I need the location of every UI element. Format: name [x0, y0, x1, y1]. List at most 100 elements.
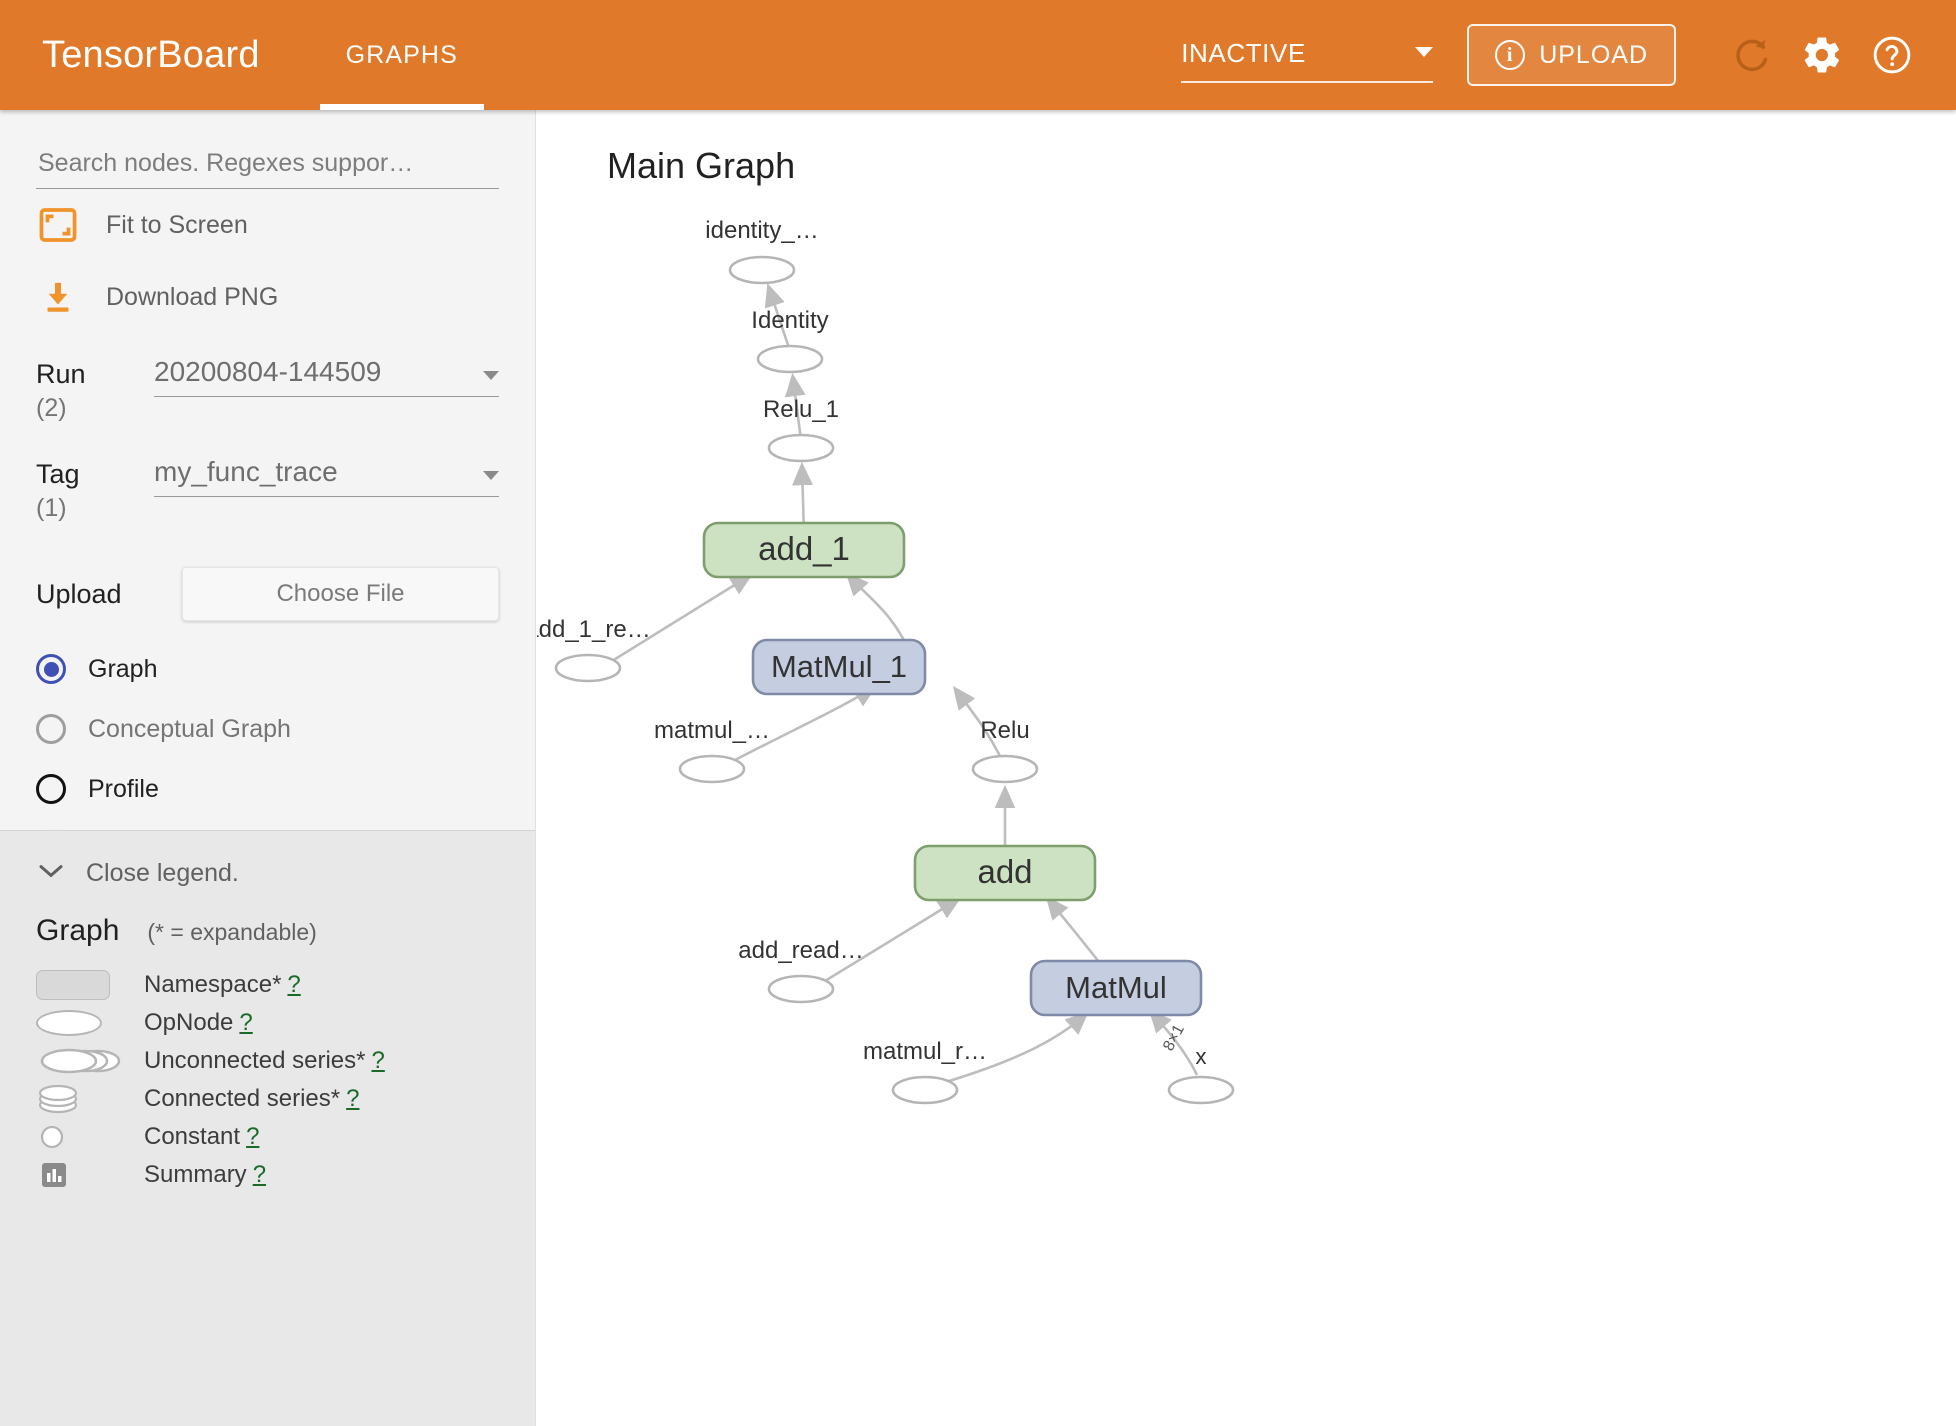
radio-graph-label: Graph [88, 654, 158, 683]
edge-addread-to-add [824, 897, 962, 983]
sidebar: Fit to Screen Download PNG Run (2) 20200… [0, 110, 536, 1426]
help-link-constant[interactable]: ? [246, 1123, 260, 1150]
chevron-down-icon [483, 371, 499, 380]
fit-to-screen-action[interactable]: Fit to Screen [36, 189, 499, 261]
radio-conceptual-graph[interactable]: Conceptual Graph [36, 703, 499, 755]
tab-graphs[interactable]: GRAPHS [319, 0, 485, 110]
node-shape-rect[interactable] [751, 638, 927, 696]
node-add-1-read[interactable]: add_1_re… [537, 616, 651, 683]
help-link-opnode[interactable]: ? [239, 1009, 253, 1036]
legend-label-unconnected-series: Unconnected series* [144, 1047, 366, 1074]
refresh-icon[interactable] [1724, 27, 1780, 83]
unconnected-series-symbol-icon [36, 1046, 144, 1076]
upload-button-label: UPLOAD [1539, 40, 1648, 69]
radio-conceptual-graph-label: Conceptual Graph [88, 714, 291, 743]
opnode-symbol-icon [36, 1010, 144, 1036]
chevron-down-icon [36, 861, 66, 886]
node-identity-out[interactable]: identity_… [705, 217, 819, 285]
upload-button[interactable]: i UPLOAD [1467, 24, 1676, 86]
radio-profile[interactable]: Profile [36, 763, 499, 815]
node-matmul-read[interactable]: matmul_r… [863, 1038, 987, 1105]
legend-item-unconnected-series: Unconnected series*? [36, 1042, 499, 1080]
graph-svg[interactable]: identity_… Identity Relu_1 add_1 add_1_r… [537, 110, 1956, 1426]
choose-file-button[interactable]: Choose File [182, 567, 499, 621]
node-shape-ellipse[interactable] [756, 344, 824, 374]
legend-title: Graph [36, 914, 120, 947]
run-selector[interactable]: Run (2) 20200804-144509 [36, 349, 499, 423]
node-relu-1[interactable]: Relu_1 [763, 396, 839, 463]
node-add-read[interactable]: add_read… [738, 937, 864, 1004]
app-header: TensorBoard GRAPHS INACTIVE i UPLOAD [0, 0, 1956, 110]
download-png-action[interactable]: Download PNG [36, 261, 499, 333]
legend-label-constant: Constant [144, 1123, 241, 1150]
constant-symbol-icon [36, 1122, 144, 1152]
edge-add1read-to-add1 [611, 573, 754, 663]
help-link-namespace[interactable]: ? [287, 971, 301, 998]
node-shape-rect[interactable] [702, 521, 906, 579]
node-label-matmul-read: matmul_r… [863, 1038, 987, 1065]
help-icon[interactable] [1864, 27, 1920, 83]
run-select[interactable]: 20200804-144509 [154, 349, 499, 397]
node-x[interactable]: x [1167, 1044, 1235, 1105]
download-png-label: Download PNG [106, 282, 279, 311]
legend-item-namespace: Namespace*? [36, 966, 499, 1004]
node-shape-ellipse[interactable] [767, 974, 835, 1004]
node-label-add-read: add_read… [738, 937, 863, 964]
radio-graph-indicator [36, 654, 66, 684]
legend-item-opnode: OpNode? [36, 1004, 499, 1042]
upload-label: Upload [36, 578, 122, 609]
graph-nodes[interactable]: identity_… Identity Relu_1 add_1 add_1_r… [537, 217, 1235, 1105]
run-status-dropdown[interactable]: INACTIVE [1181, 38, 1434, 83]
search-input[interactable] [36, 148, 499, 179]
node-shape-rect[interactable] [913, 844, 1097, 902]
node-identity[interactable]: Identity [751, 307, 829, 374]
search-field[interactable] [36, 148, 499, 189]
legend-label-summary: Summary [144, 1161, 247, 1188]
graph-canvas[interactable]: Main Graph identity_… [537, 110, 1956, 1426]
node-shape-ellipse[interactable] [971, 754, 1039, 784]
node-add-1[interactable]: add_1 [702, 521, 906, 579]
node-matmul-read-1[interactable]: matmul_… [654, 717, 770, 784]
tag-count: (1) [36, 494, 67, 522]
help-link-connected-series[interactable]: ? [346, 1085, 360, 1112]
legend-label-namespace: Namespace* [144, 971, 282, 998]
node-shape-ellipse[interactable] [891, 1075, 959, 1105]
node-label-identity: Identity [751, 307, 828, 334]
node-shape-ellipse[interactable] [767, 433, 835, 463]
legend-header: Graph (* = expandable) [36, 914, 499, 948]
edge-x-to-matmul [1148, 1009, 1199, 1076]
app-brand: TensorBoard [42, 33, 260, 76]
legend-item-constant: Constant? [36, 1118, 499, 1156]
node-add[interactable]: add [913, 844, 1097, 902]
connected-series-symbol-icon [36, 1082, 144, 1116]
fit-to-screen-label: Fit to Screen [106, 210, 248, 239]
page-title: Main Graph [607, 145, 796, 186]
node-matmul[interactable]: MatMul [1029, 959, 1203, 1017]
legend-label-connected-series: Connected series* [144, 1085, 341, 1112]
edge-matmul-to-add [1045, 895, 1105, 968]
node-shape-ellipse[interactable] [678, 754, 746, 784]
fit-to-screen-icon [36, 203, 80, 247]
summary-symbol-icon [36, 1159, 144, 1191]
tag-selector[interactable]: Tag (1) my_func_trace [36, 449, 499, 523]
node-shape-ellipse[interactable] [1167, 1075, 1235, 1105]
radio-profile-indicator [36, 774, 66, 804]
chevron-down-icon [1415, 47, 1434, 57]
help-link-summary[interactable]: ? [252, 1161, 267, 1188]
help-link-unconnected-series[interactable]: ? [371, 1047, 385, 1074]
node-shape-ellipse[interactable] [728, 255, 796, 285]
radio-graph[interactable]: Graph [36, 643, 499, 695]
tag-select[interactable]: my_func_trace [154, 449, 499, 497]
node-shape-rect[interactable] [1029, 959, 1203, 1017]
node-relu[interactable]: Relu [971, 717, 1039, 784]
run-count: (2) [36, 394, 67, 422]
node-label-x: x [1196, 1044, 1207, 1069]
node-shape-ellipse[interactable] [554, 653, 622, 683]
close-legend-label: Close legend. [86, 859, 239, 887]
radio-conceptual-graph-indicator [36, 714, 66, 744]
settings-icon[interactable] [1794, 27, 1850, 83]
close-legend-button[interactable]: Close legend. [36, 859, 499, 888]
node-label-add-1-read: add_1_re… [537, 616, 651, 643]
tag-label-block: Tag (1) [36, 449, 154, 523]
node-matmul-1[interactable]: MatMul_1 [751, 638, 927, 696]
